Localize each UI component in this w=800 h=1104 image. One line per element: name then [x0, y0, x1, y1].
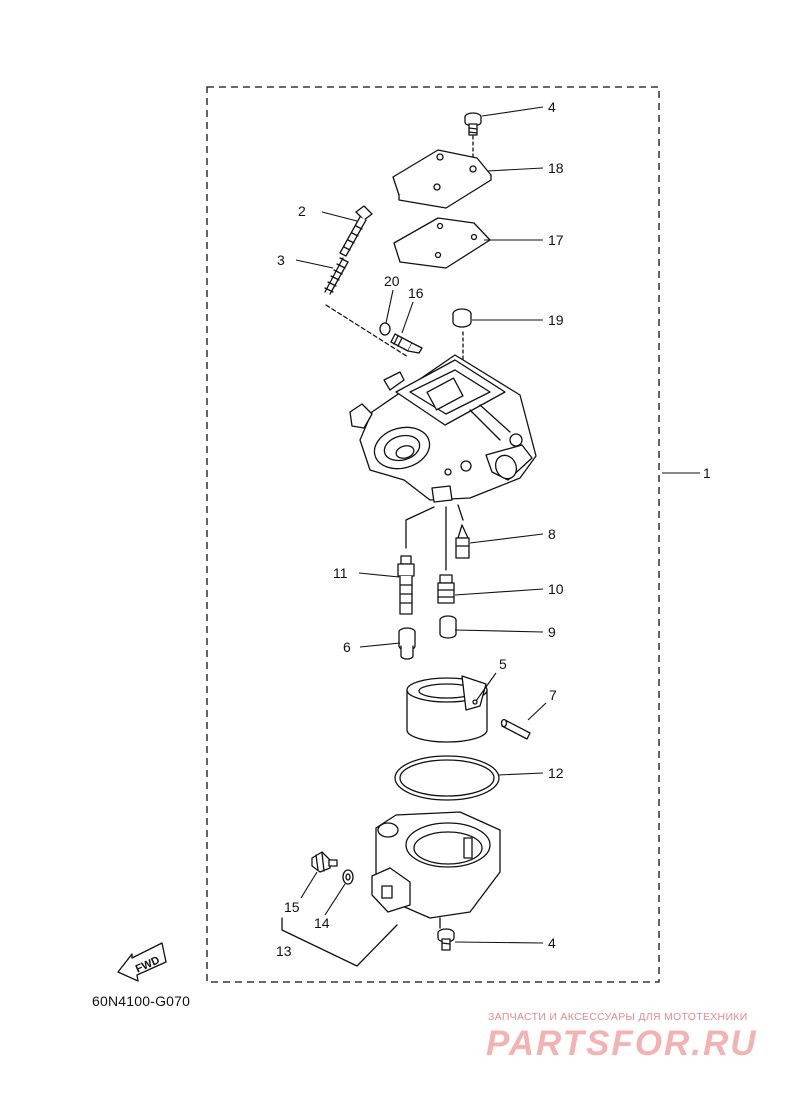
pilot-screw-part	[339, 205, 373, 257]
drain-screw-part	[311, 851, 338, 873]
jet-plug-part	[439, 615, 457, 639]
callout-19: 19	[548, 312, 564, 328]
callout-13: 13	[276, 943, 292, 959]
main-nozzle-part	[397, 555, 415, 615]
callout-11: 11	[333, 565, 348, 581]
washer-part	[342, 869, 354, 885]
pilot-jet-part	[437, 574, 455, 604]
callout-3: 3	[277, 252, 285, 268]
callout-14: 14	[314, 915, 330, 931]
callout-10: 10	[548, 581, 564, 597]
float-needle-part	[455, 524, 470, 559]
screw-top-part	[464, 112, 482, 136]
float-chamber-part	[371, 811, 501, 929]
callout-16: 16	[408, 285, 424, 301]
callout-8: 8	[548, 526, 556, 542]
callout-9: 9	[548, 624, 556, 640]
spring-part	[324, 257, 349, 295]
callout-20: 20	[384, 273, 400, 289]
callout-7: 7	[549, 687, 557, 703]
drain-kit-bracket	[281, 917, 398, 967]
callout-6: 6	[343, 639, 351, 655]
screw-bottom-part	[437, 928, 455, 951]
callout-15: 15	[284, 899, 300, 915]
callout-12: 12	[548, 765, 564, 781]
fwd-arrow-icon	[117, 942, 167, 982]
main-jet-part	[398, 627, 416, 660]
diagram-code: 60N4100-G070	[92, 993, 191, 1009]
callout-2: 2	[298, 203, 306, 219]
cover-plate-part	[392, 149, 492, 209]
watermark-tagline: ЗАПЧАСТИ И АКСЕССУАРЫ ДЛЯ МОТОТЕХНИКИ	[488, 1011, 748, 1023]
float-pin-part	[500, 718, 531, 740]
callout-18: 18	[548, 160, 564, 176]
callout-5: 5	[499, 656, 507, 672]
callout-1: 1	[703, 465, 711, 481]
cap-part	[452, 308, 472, 328]
float-chamber-gasket-part	[394, 755, 500, 801]
assembly-boundary	[206, 86, 660, 983]
gasket-part	[393, 217, 491, 269]
watermark-logo: PARTSFOR.RU	[486, 1024, 758, 1063]
float-part	[406, 675, 488, 743]
callout-17: 17	[548, 232, 564, 248]
carburetor-body-part	[349, 354, 537, 503]
callout-4-top: 4	[548, 99, 556, 115]
callout-4-bottom: 4	[548, 935, 556, 951]
needle-valve-part	[390, 333, 423, 354]
small-o-ring-part	[379, 322, 391, 336]
